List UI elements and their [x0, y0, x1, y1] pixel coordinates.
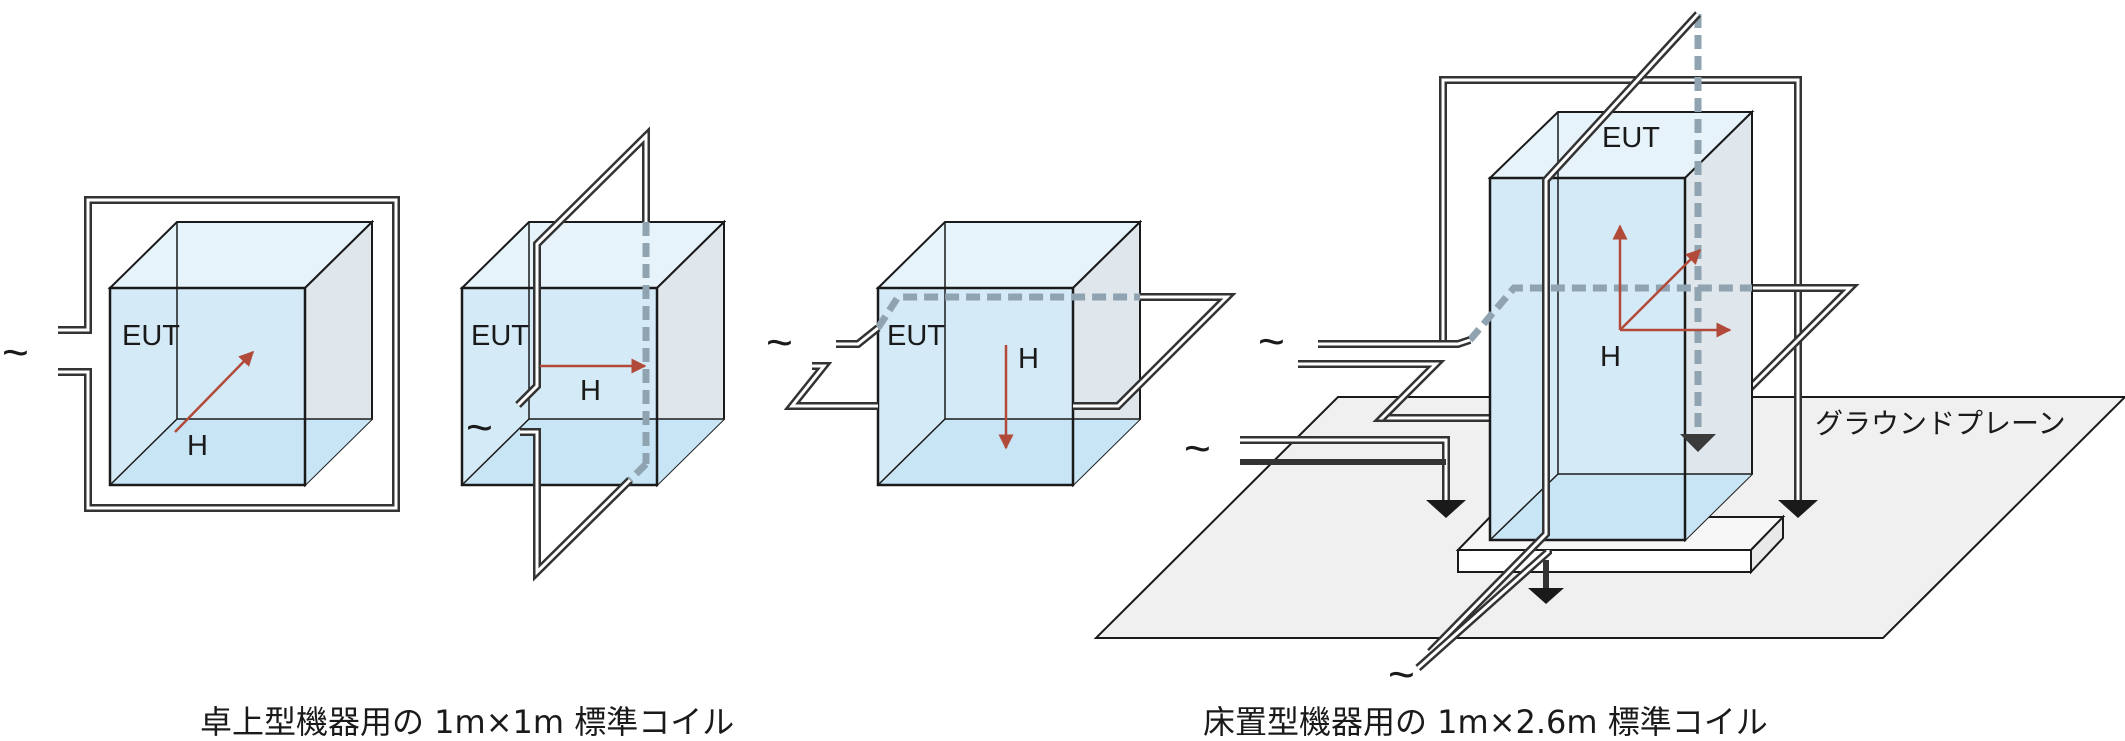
coil-loop-inner — [788, 364, 878, 408]
caption-tabletop: 卓上型機器用の 1m×1m 標準コイル — [200, 703, 734, 741]
eut-pedestal-side — [1750, 514, 1784, 575]
coil-loop-inner — [1417, 550, 1550, 670]
box-outline — [108, 286, 307, 487]
h-label: H — [1600, 341, 1621, 373]
coil-hidden-segment — [1467, 284, 1752, 343]
tabletop-coil-side-plane: EUT H ~ — [459, 126, 727, 582]
ac-source-symbol: ~ — [2, 326, 29, 378]
tabletop-coil-horizontal-plane: EUT H ~ — [766, 219, 1237, 488]
ground-terminal — [1528, 588, 1564, 604]
coil-loop — [836, 324, 881, 348]
box-hidden-edge — [461, 418, 530, 486]
coil-loop-inner — [836, 326, 879, 346]
box-hidden-edge — [109, 418, 178, 486]
coil-loop-inner — [1073, 295, 1231, 408]
h-label: H — [187, 430, 208, 462]
ac-source-symbol: ~ — [1388, 648, 1415, 700]
ac-source-symbol: ~ — [1184, 422, 1211, 474]
ground-terminal — [1426, 500, 1466, 518]
eut-pedestal-front — [1457, 549, 1752, 573]
coil-loop — [783, 362, 878, 410]
box-outline — [1488, 176, 1687, 542]
ac-source-symbol: ~ — [766, 316, 793, 368]
coil-loop-inner — [58, 198, 398, 510]
caption-floor: 床置型機器用の 1m×2.6m 標準コイル — [1203, 703, 1768, 741]
h-label: H — [580, 375, 601, 407]
box-outline — [460, 286, 659, 487]
box-bottom-face — [1490, 474, 1752, 540]
ground-plane-label: グラウンドプレーン — [1815, 407, 2066, 440]
box-hidden-edge — [877, 418, 946, 486]
coil-lead-inner — [1298, 362, 1440, 420]
ground-terminal — [1680, 434, 1716, 452]
box-bottom-face — [110, 419, 372, 485]
box-bottom-face — [878, 419, 1140, 485]
eut-label: EUT — [471, 320, 529, 352]
ground-terminal — [1778, 500, 1818, 518]
coil-loop-inner — [516, 132, 648, 407]
coil-lead-inner — [1318, 338, 1471, 346]
ac-source-symbol: ~ — [466, 401, 493, 453]
eut-label: EUT — [122, 320, 180, 352]
coil-loop-inner — [520, 430, 632, 576]
h-field-arrow — [174, 350, 255, 433]
ac-source-symbol: ~ — [1258, 315, 1285, 367]
eut-label: EUT — [1602, 122, 1660, 154]
coil-loop-inner — [1428, 12, 1700, 654]
h-label: H — [1018, 343, 1039, 375]
coil-hidden-segment — [627, 461, 649, 483]
floor-standing-coil-setup: グラウンドプレーン — [1093, 11, 2125, 700]
coil-lead-inner — [1240, 438, 1448, 500]
tabletop-coil-front-plane: EUT H ~ — [2, 196, 400, 512]
eut-label: EUT — [887, 320, 945, 352]
box-outline — [876, 286, 1075, 487]
h-field-arrow — [1619, 248, 1702, 331]
